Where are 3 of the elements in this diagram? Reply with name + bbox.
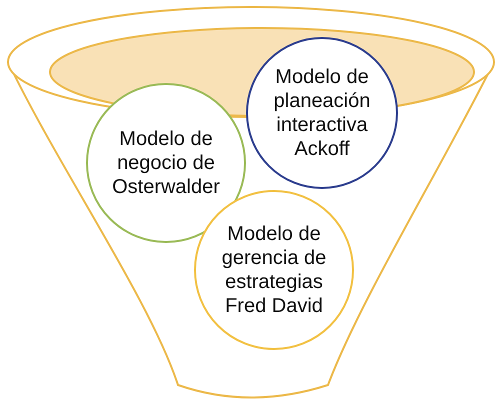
node-label: Modelo de negocio de Osterwalder [111, 127, 221, 199]
node-label: Modelo de gerencia de estrategias Fred David [220, 222, 328, 318]
node-label: Modelo de planeación interactiva Ackoff [272, 65, 372, 161]
